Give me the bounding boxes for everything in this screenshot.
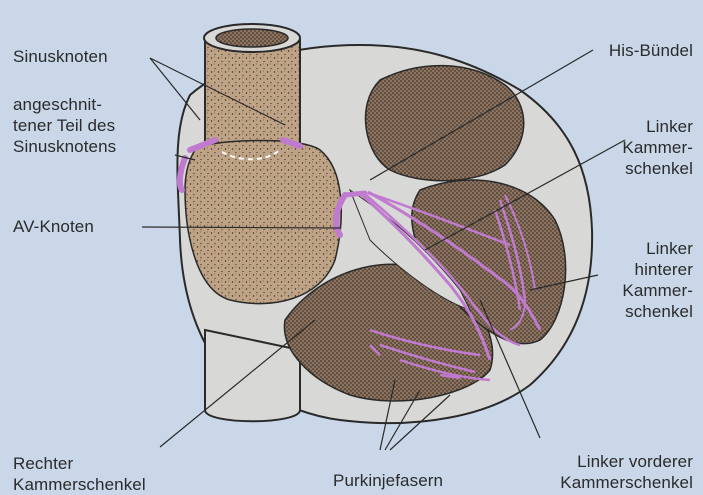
label-rechter-kammerschenkel: Rechter Kammerschenkel [13, 453, 146, 495]
right-atrium [185, 141, 341, 304]
label-angeschnittener-teil: angeschnit- tener Teil des Sinusknotens [13, 94, 116, 157]
label-linker-hinterer-kammerschenkel: Linker hinterer Kammer- schenkel [622, 238, 693, 322]
label-purkinjefasern: Purkinjefasern [333, 470, 443, 491]
label-sinusknoten: Sinusknoten [13, 46, 108, 67]
his-bundle [345, 193, 365, 195]
superior-vena-cava [204, 24, 300, 150]
left-atrium [366, 66, 524, 181]
label-linker-vorderer-kammerschenkel: Linker vorderer Kammerschenkel [560, 451, 693, 493]
label-av-knoten: AV-Knoten [13, 216, 94, 237]
label-his-buendel: His-Bündel [609, 40, 693, 61]
label-linker-kammerschenkel: Linker Kammer- schenkel [622, 116, 693, 179]
